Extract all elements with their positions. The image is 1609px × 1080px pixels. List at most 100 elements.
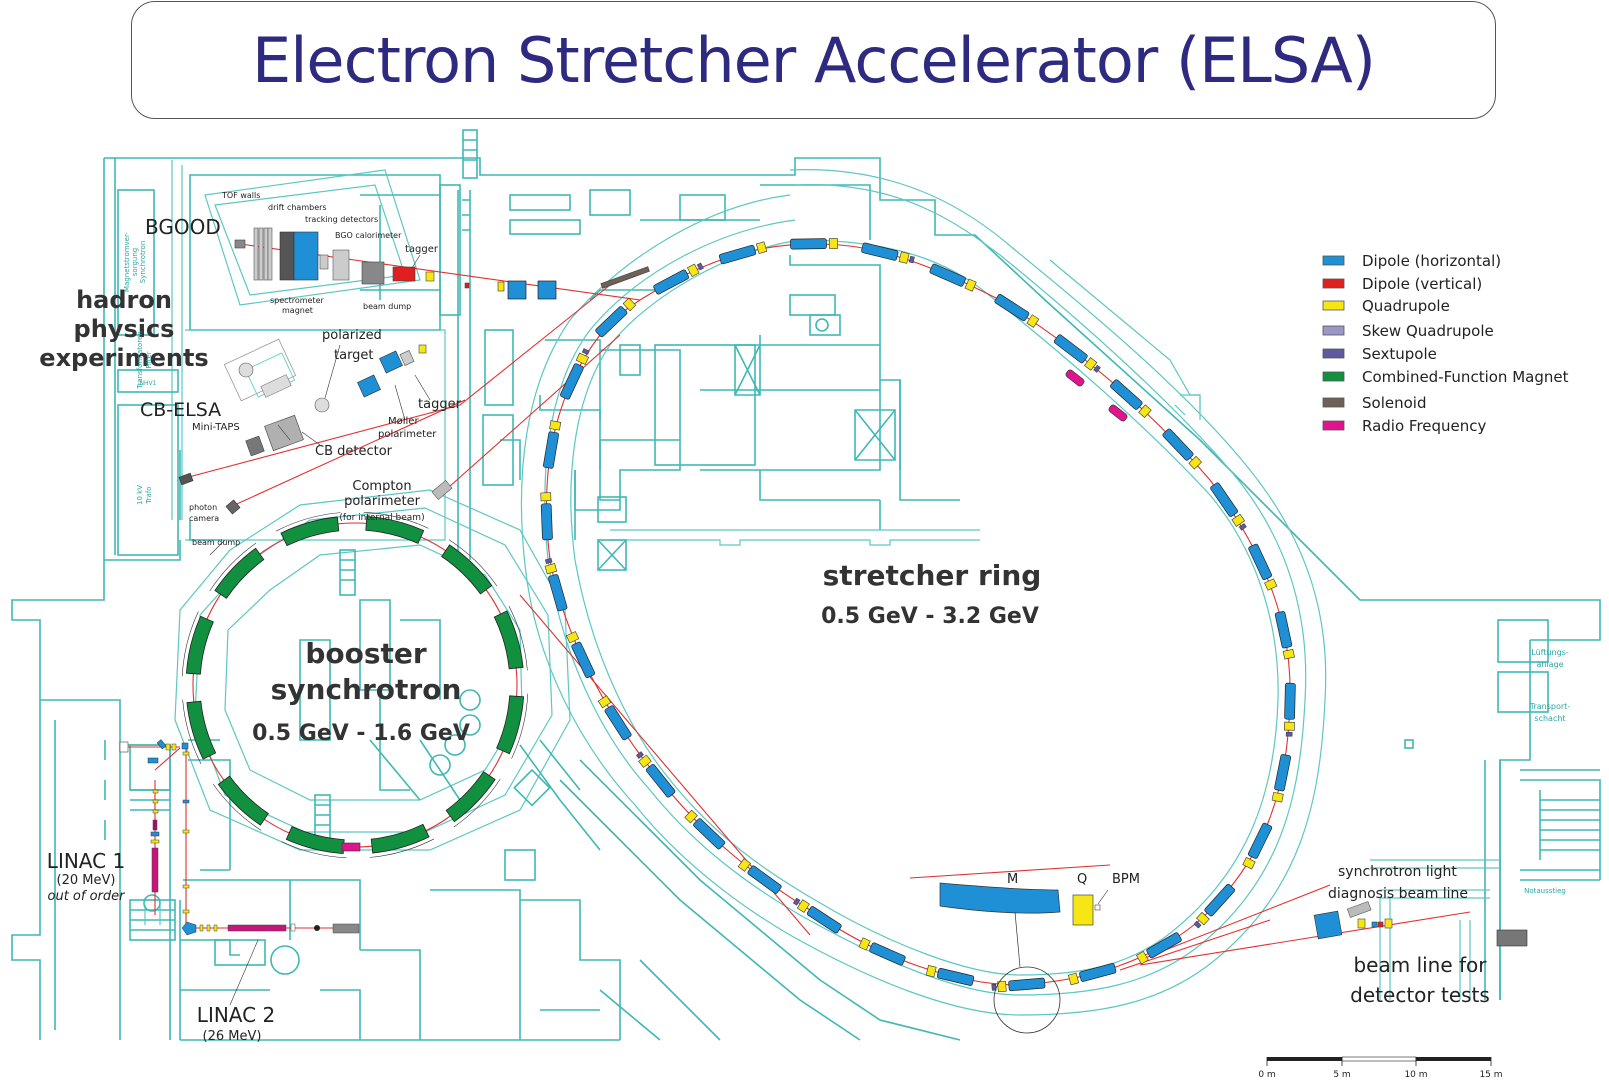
stretcher-dipole <box>1079 963 1117 982</box>
label-detail-m: M <box>1007 872 1018 887</box>
booster-combined-function-magnet <box>493 610 524 670</box>
scale-bar: 0 m 5 m 10 m 15 m <box>1258 1056 1503 1080</box>
legend-item-skew-quadrupole: Skew Quadrupole <box>1322 322 1494 340</box>
stretcher-magnet-cell <box>1271 754 1292 803</box>
booster-rf-cavity <box>341 842 361 852</box>
stretcher-quadrupole <box>755 241 768 254</box>
stretcher-quadrupole <box>1188 455 1203 470</box>
stretcher-dipole <box>1162 428 1194 461</box>
stretcher-quadrupole <box>858 937 871 951</box>
booster-combined-function-magnet <box>185 615 214 675</box>
legend-label: Radio Frequency <box>1362 417 1487 435</box>
label-cb-elsa: CB-ELSA <box>140 399 221 421</box>
stretcher-dipole <box>1284 682 1296 720</box>
stretcher-quadrupole <box>1138 404 1152 419</box>
label-beam-dump-top: beam dump <box>363 302 411 311</box>
stretcher-magnet-cell <box>1110 379 1152 419</box>
stretcher-dipole <box>645 764 676 798</box>
stretcher-dipole <box>861 242 899 261</box>
stretcher-quadrupole <box>1282 648 1295 660</box>
booster-magnet-outline <box>212 783 262 831</box>
stretcher-quadrupole <box>796 899 810 913</box>
label-nhv: NHV1 <box>140 380 157 387</box>
stretcher-dipole <box>1274 754 1292 792</box>
label-tracking-detectors: tracking detectors <box>305 215 378 224</box>
stretcher-quadrupole <box>1231 513 1246 527</box>
stretcher-dipole <box>1146 932 1182 959</box>
experiment-elements <box>119 227 1528 1034</box>
labels: BGOOD hadron physics experiments TOF wal… <box>39 191 1570 1044</box>
label-booster: booster <box>305 637 427 670</box>
label-camera: camera <box>189 514 219 523</box>
stretcher-quadrupole <box>1283 721 1295 731</box>
booster-combined-function-magnet <box>445 771 496 823</box>
stretcher-dipole <box>1248 543 1273 580</box>
stretcher-dipole <box>653 269 690 295</box>
legend-label: Solenoid <box>1362 394 1426 412</box>
extraction-quadrupole <box>497 281 505 292</box>
label-bgood: BGOOD <box>145 215 221 239</box>
legend: Dipole (horizontal) Dipole (vertical) Qu… <box>1322 252 1569 435</box>
stretcher-magnet-cell <box>929 263 977 292</box>
stretcher-dipole <box>1247 822 1273 859</box>
stretcher-magnet-cell <box>636 751 676 798</box>
stretcher-rf-cavity <box>1065 369 1085 387</box>
stretcher-quadrupole <box>1026 314 1040 328</box>
stretcher-quadrupole <box>964 278 977 292</box>
booster-magnet-outline <box>448 539 498 587</box>
stretcher-dipole <box>543 431 559 469</box>
label-moller: Møller <box>388 416 419 427</box>
label-magnet-supply-3: Synchrotron <box>139 241 147 284</box>
stretcher-dipole <box>1110 379 1143 410</box>
label-photon: photon <box>189 503 217 512</box>
stretcher-magnet-cell <box>544 557 568 612</box>
stretcher-dipole <box>929 263 966 287</box>
stretcher-quadrupole <box>638 754 652 768</box>
label-stretcher-ring: stretcher ring <box>823 559 1042 592</box>
booster-combined-function-magnet <box>186 700 217 760</box>
stretcher-dipole <box>1210 482 1238 517</box>
scale-tick-0: 0 m <box>1258 1070 1275 1080</box>
stretcher-magnet-cell <box>718 241 768 265</box>
label-tagger-mid: tagger <box>418 397 462 412</box>
legend-label: Dipole (vertical) <box>1362 275 1482 293</box>
booster-combined-function-magnet <box>496 695 525 755</box>
stretcher-sextupole <box>1193 920 1202 929</box>
label-beamline-for: beam line for <box>1353 953 1487 977</box>
label-compton: Compton <box>352 479 411 494</box>
stretcher-magnet-cell <box>597 695 632 741</box>
stretcher-dipole <box>1274 611 1293 649</box>
label-magnet-supply-1: Magnetstromver- <box>123 232 131 292</box>
stretcher-magnet-cell <box>861 242 915 264</box>
booster-combined-function-magnet <box>441 544 493 595</box>
stretcher-dipole <box>718 244 757 265</box>
scale-tick-15: 15 m <box>1479 1070 1502 1080</box>
scale-tick-5: 5 m <box>1333 1070 1350 1080</box>
stretcher-magnet-cell <box>560 348 590 400</box>
booster-magnet-outline <box>181 611 199 677</box>
legend-item-dipole-vertical: Dipole (vertical) <box>1322 275 1482 293</box>
legend-item-sextupole: Sextupole <box>1322 345 1437 363</box>
label-spectrometer-1: spectrometer <box>270 296 324 305</box>
stretcher-sextupole <box>696 262 704 271</box>
stretcher-dipole <box>1204 883 1235 917</box>
stretcher-sextupole <box>793 897 801 906</box>
stretcher-sextupole <box>636 751 644 759</box>
building-walls <box>11 129 1601 1041</box>
legend-item-radio-frequency: Radio Frequency <box>1322 417 1487 435</box>
stretcher-magnet-cell <box>1210 482 1247 531</box>
legend-swatch <box>1322 325 1345 336</box>
stretcher-dipole <box>1053 334 1088 364</box>
legend-label: Dipole (horizontal) <box>1362 252 1501 270</box>
extraction-solenoid <box>600 266 650 289</box>
stretcher-dipole <box>869 942 906 966</box>
stretcher-dipole <box>1008 977 1046 992</box>
stretcher-dipole <box>604 705 632 741</box>
stretcher-sextupole <box>908 255 915 264</box>
label-linac2: LINAC 2 <box>197 1003 275 1027</box>
booster-magnet-outline <box>182 699 202 765</box>
label-trafo-2: Trafo <box>145 486 153 504</box>
stretcher-magnet-cell <box>737 858 782 894</box>
legend-swatch <box>1322 300 1345 311</box>
beam-lines <box>120 243 1471 986</box>
